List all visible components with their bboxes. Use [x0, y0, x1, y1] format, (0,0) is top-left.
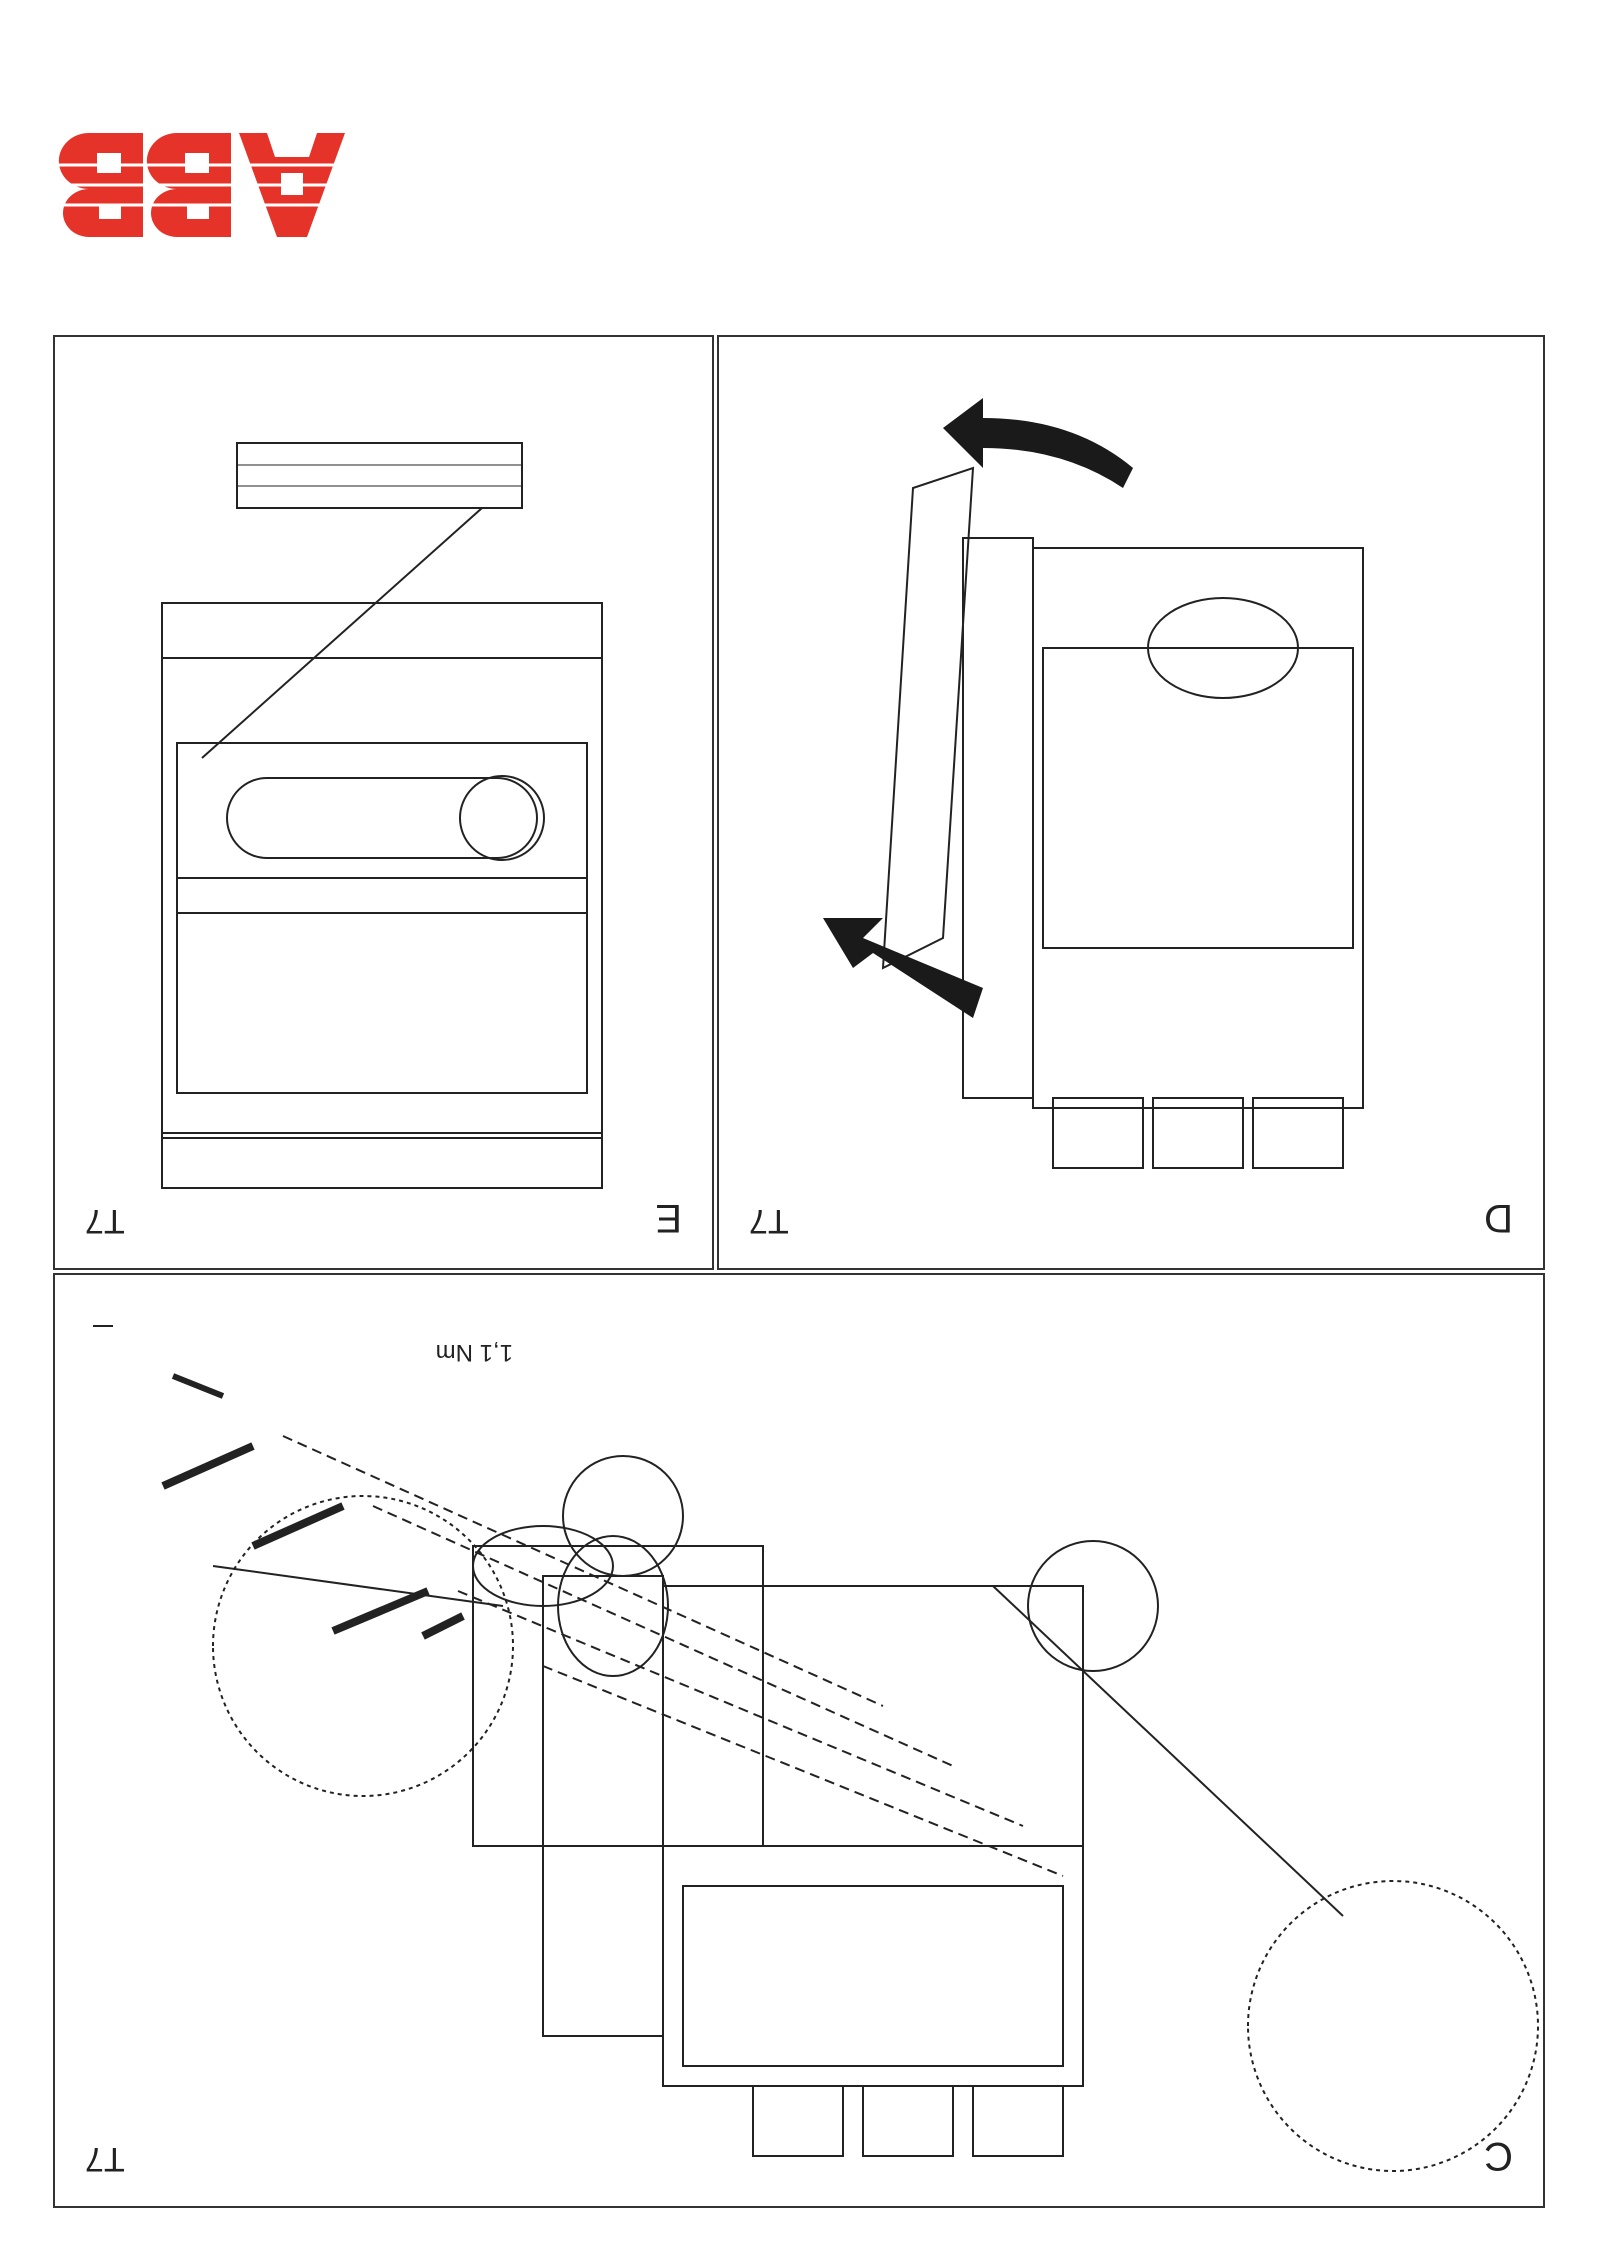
- panel-d-drawing: [823, 398, 1364, 1169]
- panel-c: C T7 1,1 Nm: [53, 1273, 1545, 2208]
- abb-logo: [55, 133, 355, 237]
- panel-e: E T7: [53, 335, 714, 1270]
- screw-arrow-icon: [161, 1373, 465, 1640]
- panel-e-drawing: [161, 442, 603, 1189]
- panel-c-drawing: [93, 1325, 1539, 2172]
- step-arrow-icon: [823, 398, 1133, 1018]
- panel-d: D T7: [717, 335, 1545, 1270]
